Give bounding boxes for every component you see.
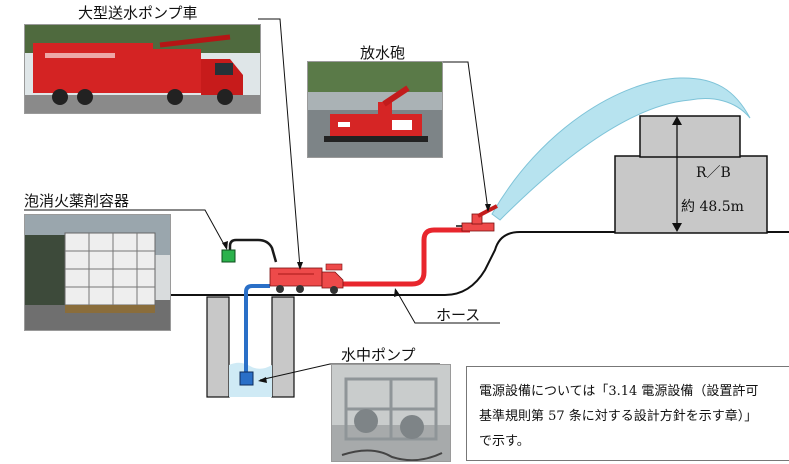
pump-truck-label: 大型送水ポンプ車 [78,4,198,22]
well-right-wall [271,296,295,398]
submersible-pump-label: 水中ポンプ [341,346,416,364]
water-cannon-photo [307,61,443,158]
submersible-pump-icon [239,371,254,386]
leader-hose [395,289,500,324]
ground-line [130,231,789,296]
foam-container-photo [24,214,171,331]
building-label: R／B [696,165,731,181]
hose-label: ホース [436,306,481,324]
power-supply-note: 電源設備については「3.14 電源設備（設置許可 基準規則第 57 条に対する設… [466,366,789,461]
fire-hose [340,227,470,287]
well-left-wall [206,296,230,398]
water-cannon-label: 放水砲 [360,44,406,62]
note-line-1: 電源設備については「3.14 電源設備（設置許可 [479,384,759,399]
water-cannon-device [456,204,498,232]
pump-truck-icon [269,263,344,294]
note-line-2: 基準規則第 57 条に対する設計方針を示す章）」 [479,409,758,424]
height-label: 約 48.5m [681,199,744,215]
note-line-3: で示す。 [479,434,530,449]
suction-pipe [244,284,270,372]
leader-foam [24,209,227,249]
submersible-pump-photo [331,364,451,462]
leader-water-cannon [440,61,489,211]
water-spray [491,77,751,221]
building-lower [614,155,768,234]
foam-valve-icon [221,249,236,263]
leader-pump-truck [258,18,301,269]
foam-line [228,238,278,263]
foam-container-label: 泡消火薬剤容器 [24,192,130,210]
building-upper [639,115,741,158]
pump-truck-photo [24,24,261,114]
